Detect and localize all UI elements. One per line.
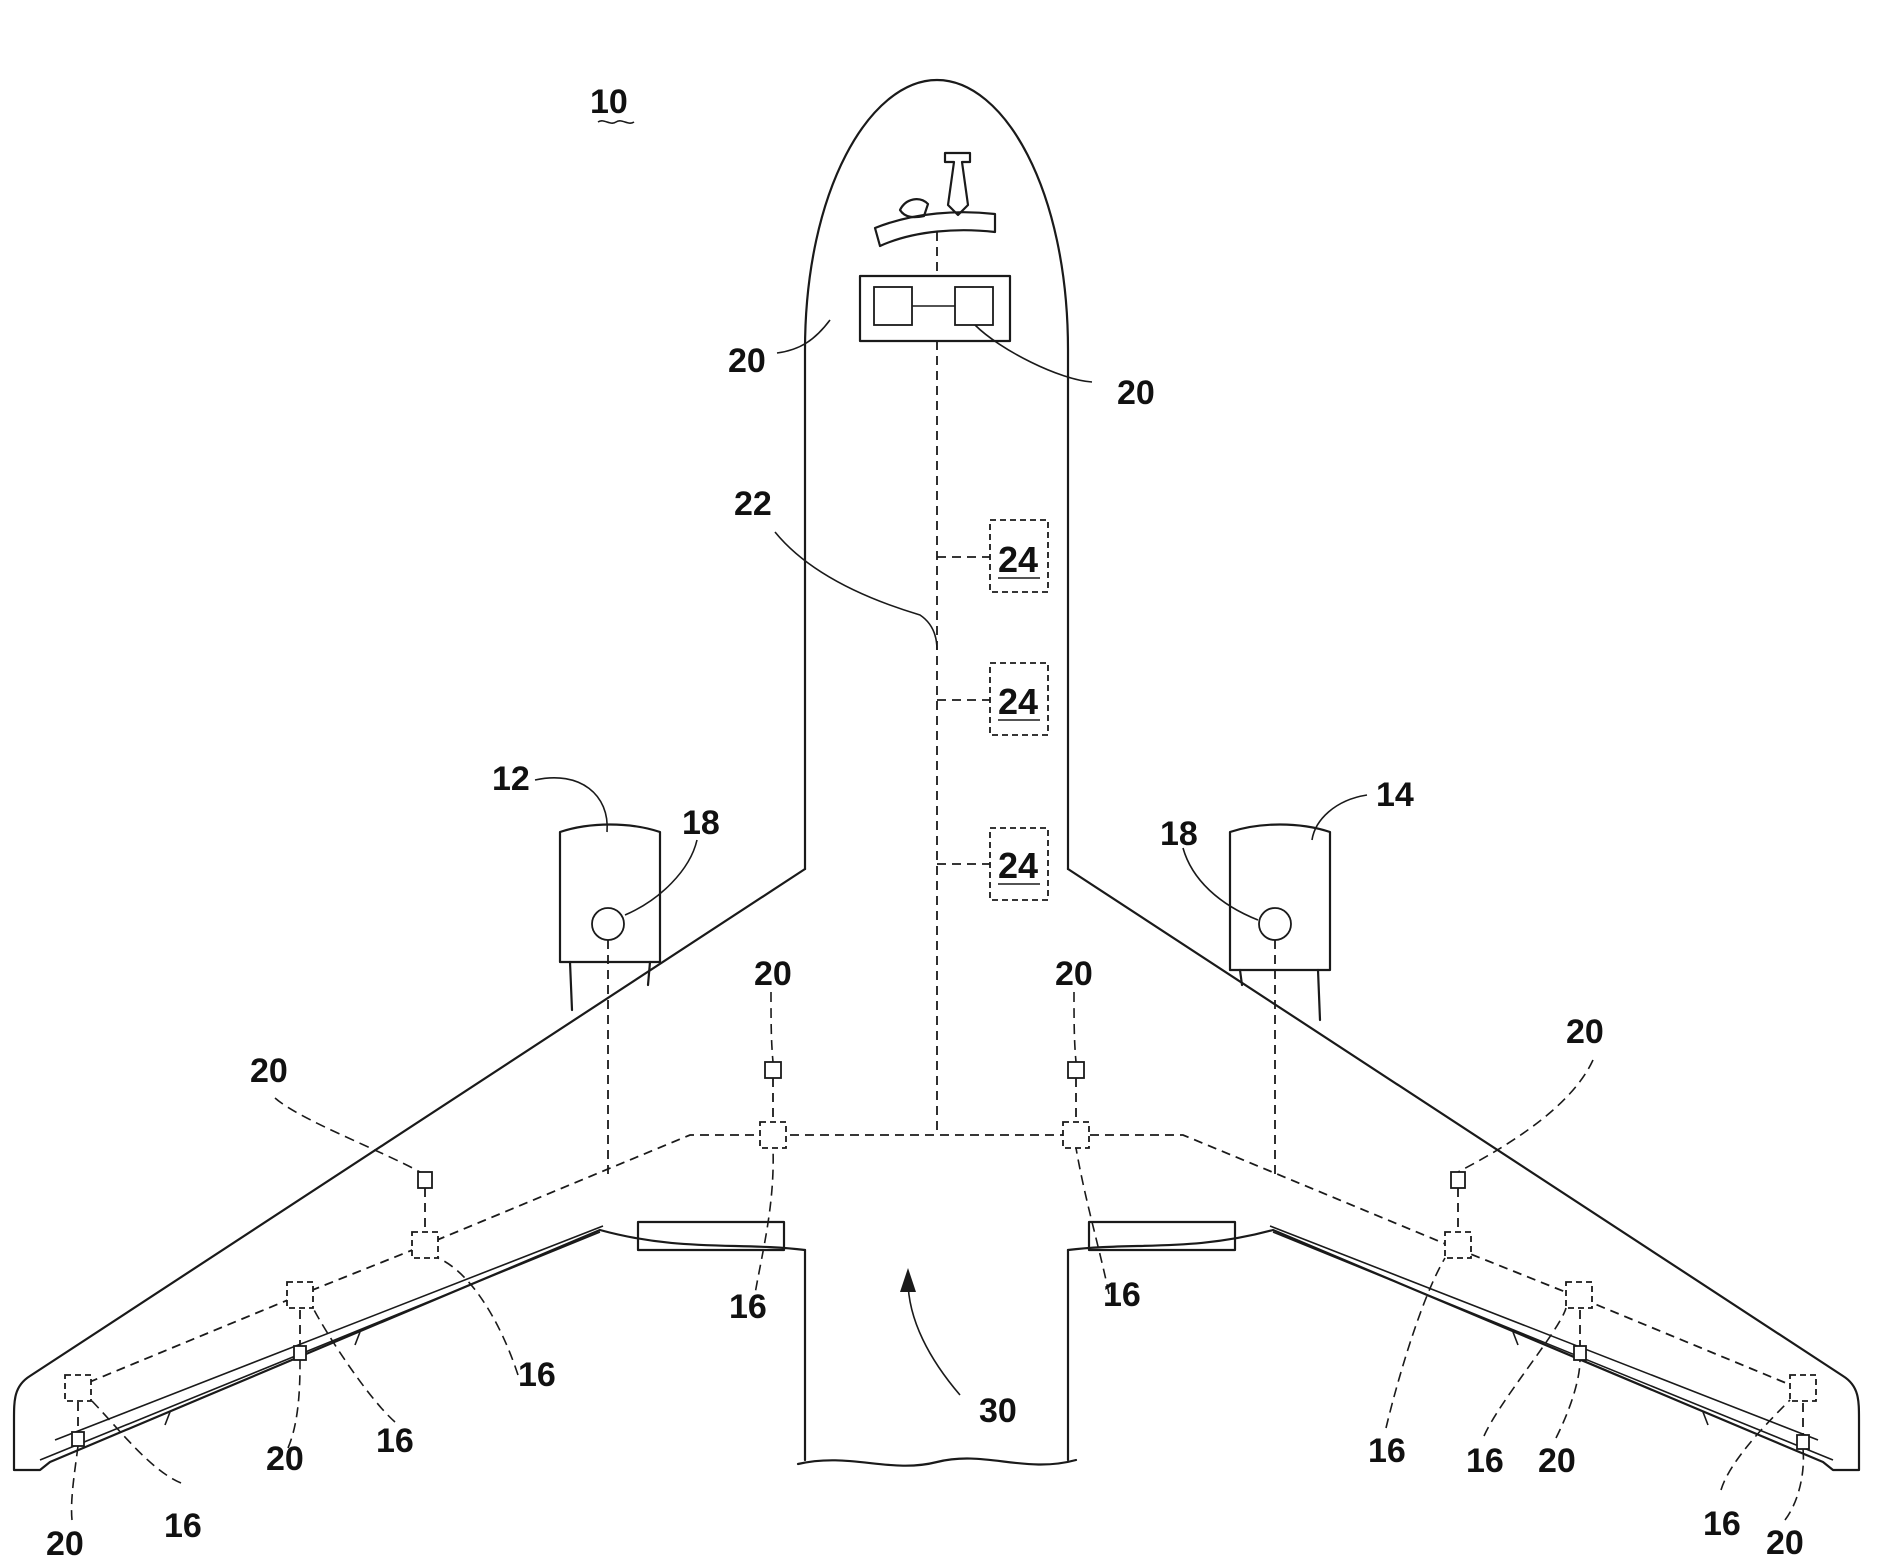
- label-node-wing-right-inner: 20: [1566, 1013, 1604, 1051]
- switch-wing-left-mid: [287, 1282, 313, 1308]
- label-switch-center-right: 16: [1103, 1276, 1141, 1314]
- label-switch-center-left: 16: [729, 1288, 767, 1326]
- label-lru-3: 24: [998, 845, 1038, 886]
- switch-center-left: [760, 1122, 786, 1148]
- instrument-panel: [875, 212, 995, 246]
- left-engine-sensor: [592, 908, 624, 940]
- label-direction: 30: [979, 1392, 1017, 1430]
- nose-node-box: [860, 276, 1010, 341]
- node-center-left: [765, 1062, 781, 1078]
- cockpit: [875, 153, 995, 276]
- label-nose-node-left: 20: [728, 342, 766, 380]
- right-wing-outline: [1068, 869, 1859, 1470]
- node-wing-left-inner: [418, 1172, 432, 1188]
- fuselage-break-line: [798, 1459, 1076, 1466]
- left-wing: [14, 869, 805, 1470]
- right-wing: [1068, 869, 1859, 1470]
- label-right-engine: 14: [1376, 776, 1414, 814]
- node-wing-right-tip: [1797, 1435, 1809, 1449]
- label-node-wing-left-mid: 20: [266, 1440, 304, 1478]
- nose-node-right: [955, 287, 993, 325]
- left-engine-nacelle: [560, 825, 660, 963]
- node-wing-right-mid: [1574, 1346, 1586, 1360]
- switch-center-right: [1063, 1122, 1089, 1148]
- switch-wing-left-inner: [412, 1232, 438, 1258]
- label-network: 22: [734, 485, 772, 523]
- label-switch-wing-right-tip: 16: [1703, 1505, 1741, 1543]
- label-node-center-left: 20: [754, 955, 792, 993]
- label-lru-1: 24: [998, 539, 1038, 580]
- label-switch-wing-right-inner: 16: [1368, 1432, 1406, 1470]
- node-wing-left-tip: [72, 1432, 84, 1446]
- network-wiring: [75, 940, 1803, 1435]
- label-switch-wing-left-mid: 16: [376, 1422, 414, 1460]
- direction-arrow: [900, 1268, 960, 1395]
- label-switch-wing-left-tip: 16: [164, 1507, 202, 1545]
- left-wing-outline: [14, 869, 805, 1470]
- pilot-seat: [900, 199, 928, 217]
- label-aircraft: 10: [590, 83, 628, 121]
- right-engine-sensor: [1259, 908, 1291, 940]
- label-left-sensor: 18: [682, 804, 720, 842]
- label-nose-node-right: 20: [1117, 374, 1155, 412]
- label-switch-wing-right-mid: 16: [1466, 1442, 1504, 1480]
- left-engine: [560, 825, 660, 1011]
- switches: [65, 1122, 1816, 1401]
- switch-wing-right-tip: [1790, 1375, 1816, 1401]
- switch-wing-right-mid: [1566, 1282, 1592, 1308]
- label-switch-wing-left-inner: 16: [518, 1356, 556, 1394]
- small-nodes: [72, 1062, 1809, 1449]
- label-node-wing-left-inner: 20: [250, 1052, 288, 1090]
- node-wing-right-inner: [1451, 1172, 1465, 1188]
- label-node-wing-right-tip: 20: [1766, 1524, 1804, 1562]
- label-lru-2: 24: [998, 681, 1038, 722]
- node-wing-left-mid: [294, 1346, 306, 1360]
- label-right-sensor: 18: [1160, 815, 1198, 853]
- label-node-wing-right-mid: 20: [1538, 1442, 1576, 1480]
- control-column: [945, 153, 970, 215]
- nose-node-left: [874, 287, 912, 325]
- right-engine-nacelle: [1230, 825, 1330, 971]
- switch-wing-right-inner: [1445, 1232, 1471, 1258]
- switch-wing-left-tip: [65, 1375, 91, 1401]
- fuselage: [798, 80, 1076, 1466]
- right-engine: [1230, 825, 1330, 1021]
- label-node-wing-left-tip: 20: [46, 1525, 84, 1562]
- label-node-center-right: 20: [1055, 955, 1093, 993]
- node-center-right: [1068, 1062, 1084, 1078]
- label-left-engine: 12: [492, 760, 530, 798]
